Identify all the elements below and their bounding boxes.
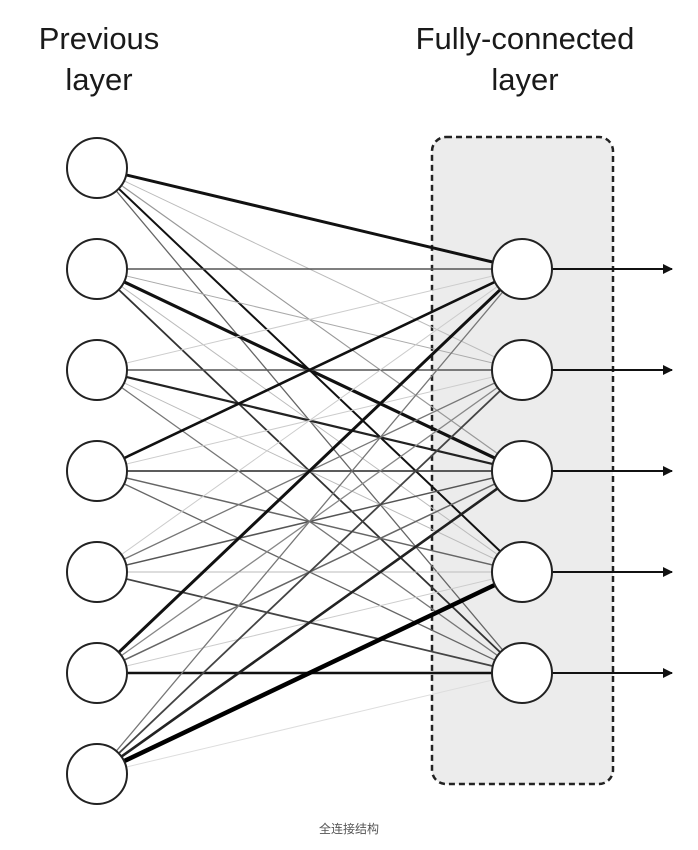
fc-layer-node [491, 238, 553, 300]
previous-layer-node [66, 642, 128, 704]
previous-layer-node [66, 339, 128, 401]
previous-layer-node [66, 541, 128, 603]
fc-layer-node [491, 541, 553, 603]
figure-caption: 全连接结构 [318, 822, 379, 836]
connection-line [96, 369, 523, 775]
connection-line [94, 569, 525, 777]
connection-lines [94, 166, 525, 777]
connection-line [96, 268, 523, 371]
fc-layer-title-line2: layer [491, 62, 558, 97]
connection-line [96, 672, 523, 775]
previous-layer-node [66, 238, 128, 300]
connection-line [95, 267, 524, 675]
fc-layer-node [491, 440, 553, 502]
previous-layer-nodes [66, 137, 128, 805]
fc-layer-node [491, 642, 553, 704]
connection-line [95, 469, 524, 776]
previous-layer-node [66, 137, 128, 199]
connection-line [95, 166, 524, 271]
fc-layer-nodes [491, 238, 553, 704]
previous-layer-title-line1: Previous [39, 21, 160, 56]
previous-layer-node [66, 440, 128, 502]
connection-line [96, 268, 523, 775]
output-arrows [552, 264, 673, 678]
connection-line [95, 267, 524, 473]
fc-layer-title-line1: Fully-connected [416, 21, 635, 56]
connection-line [96, 268, 523, 573]
fc-layer-node [491, 339, 553, 401]
previous-layer-title-line2: layer [65, 62, 132, 97]
previous-layer-node [66, 743, 128, 805]
